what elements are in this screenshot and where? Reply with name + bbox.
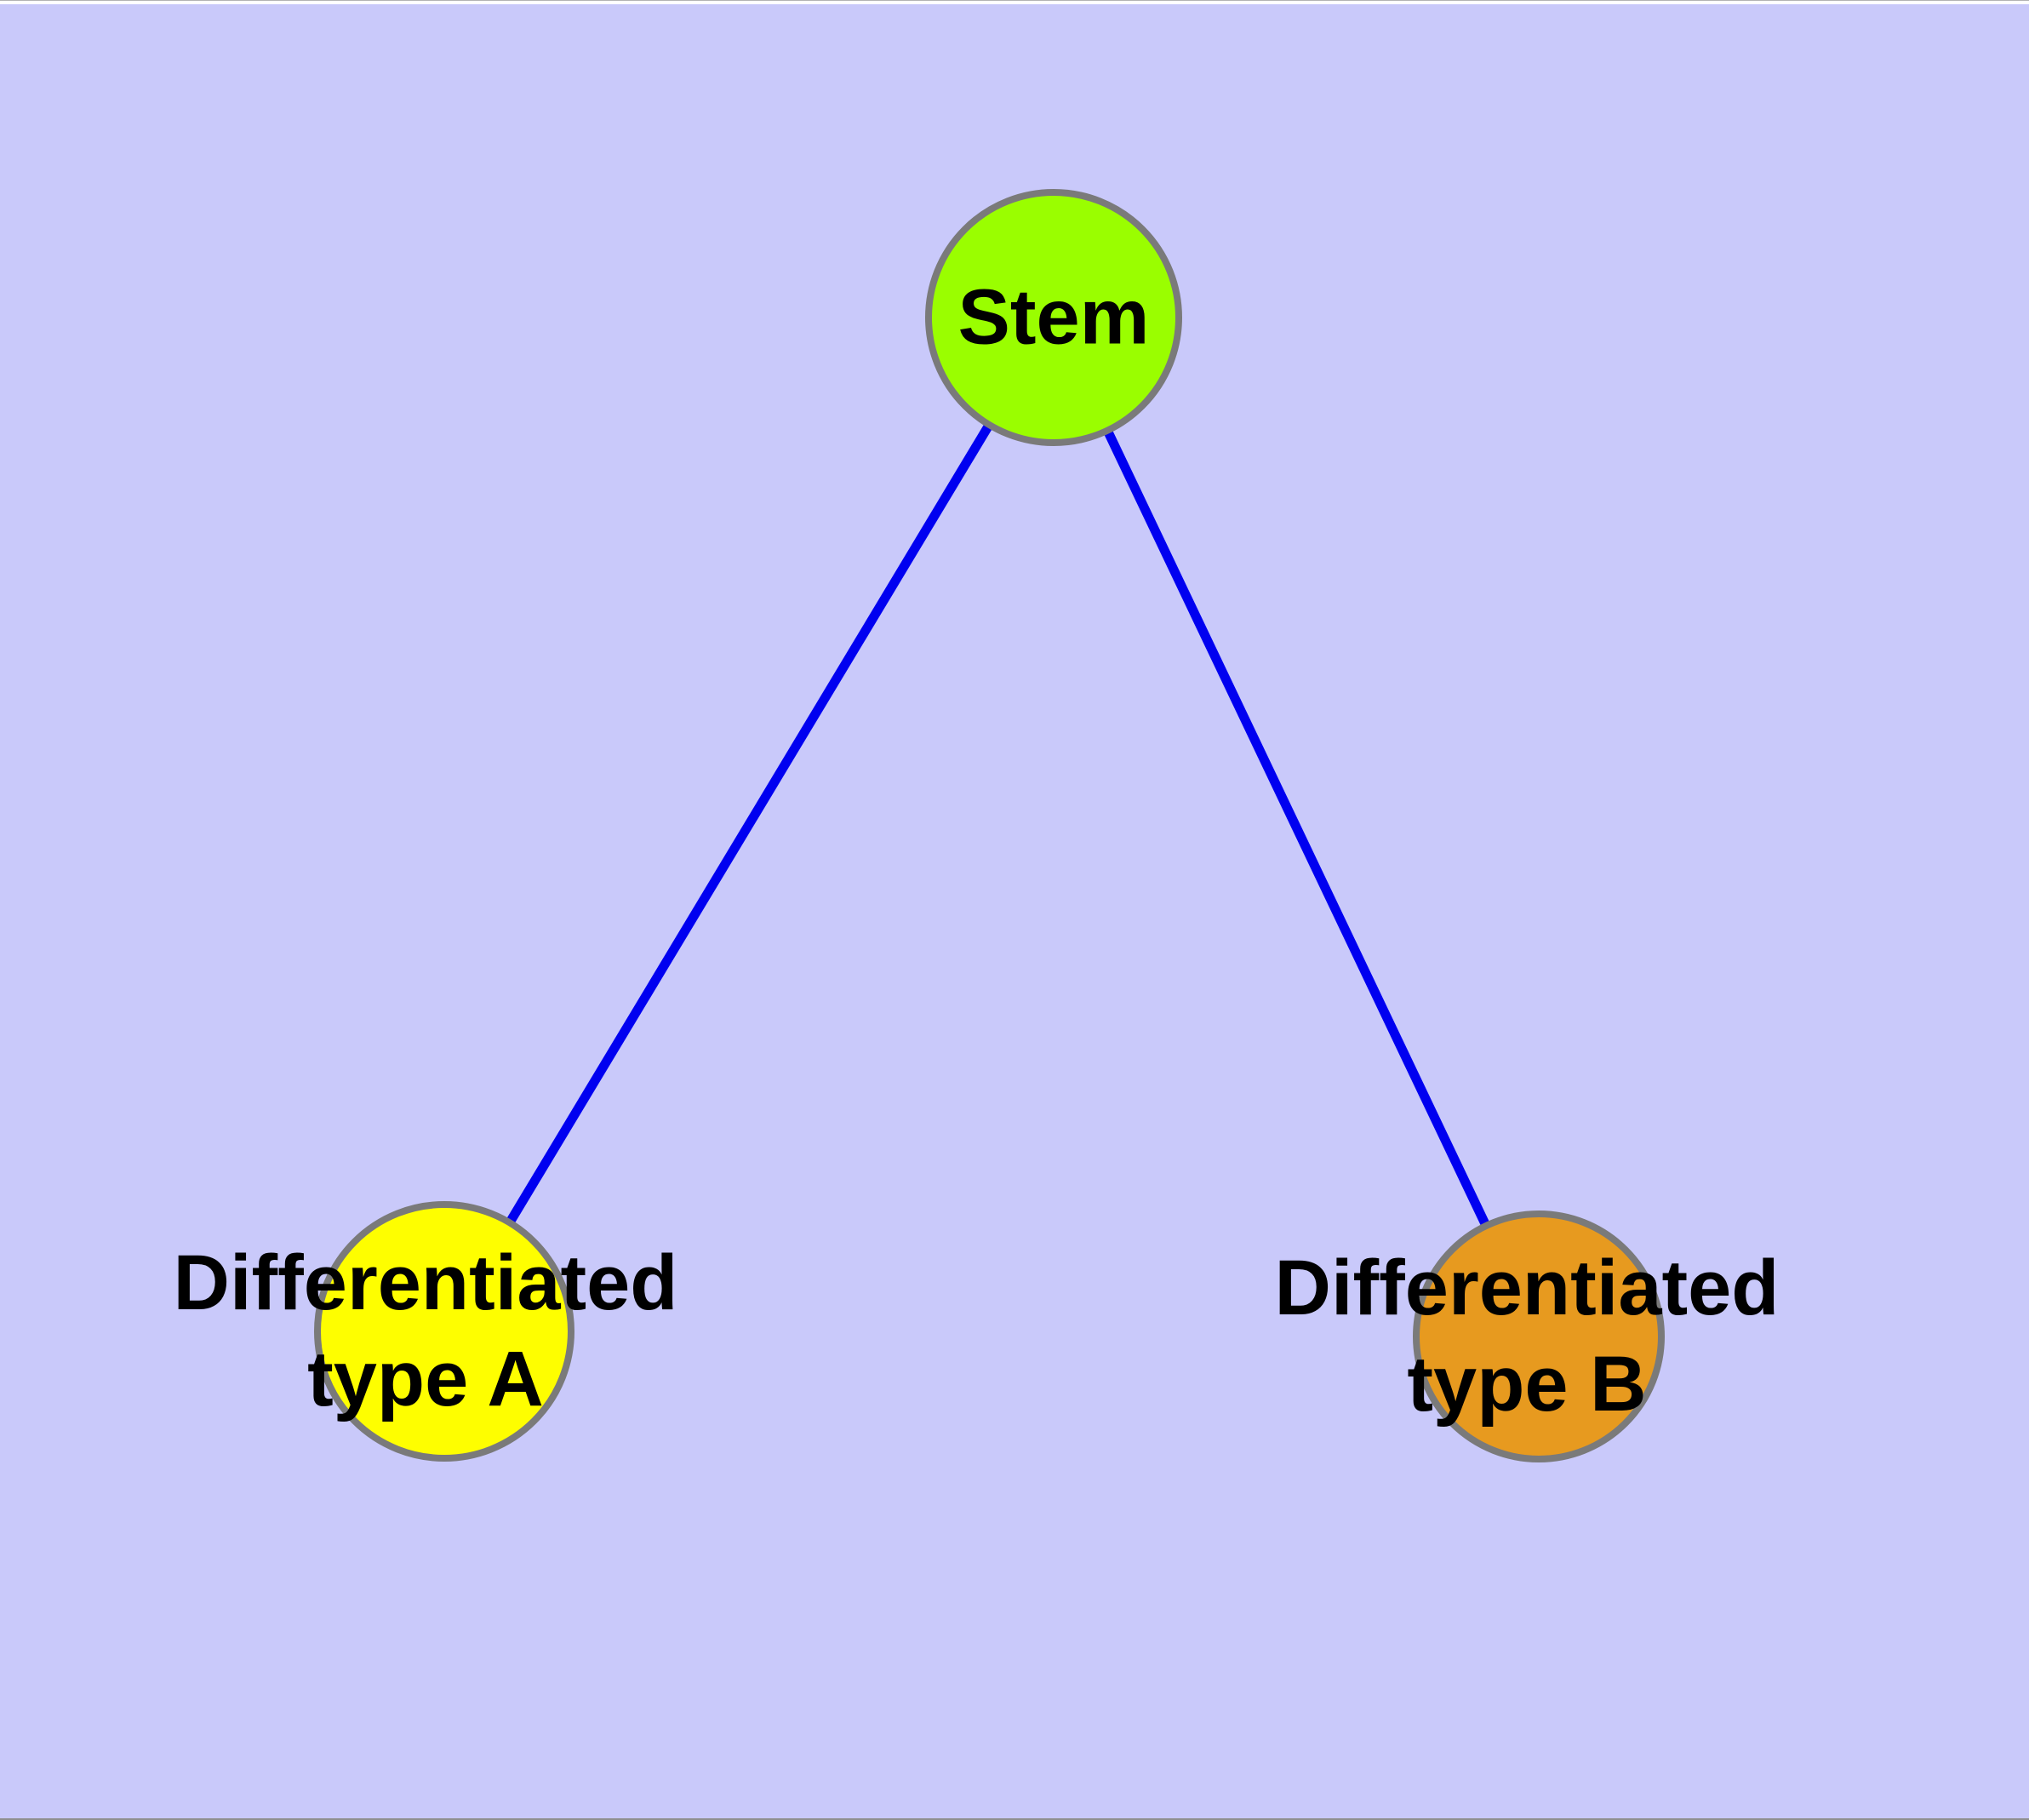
bottom-edge-line bbox=[0, 1818, 2029, 1820]
type-a-label-line1: Differentiated bbox=[173, 1239, 678, 1326]
type-a-label-line2: type A bbox=[307, 1336, 544, 1422]
top-hairline bbox=[0, 0, 2029, 1]
type-b-label-line1: Differentiated bbox=[1274, 1244, 1780, 1331]
type-b-label: Differentiated type B bbox=[1275, 1240, 1780, 1433]
edge-stem-to-type-a bbox=[440, 315, 1058, 1334]
type-a-circle bbox=[314, 1201, 574, 1462]
type-b-circle bbox=[1413, 1210, 1665, 1462]
stem-circle bbox=[925, 189, 1182, 446]
stem-label-line: Stem bbox=[957, 273, 1150, 361]
stem-label: Stem bbox=[958, 269, 1150, 365]
type-b-label-line2: type B bbox=[1407, 1341, 1647, 1428]
type-a-label: Differentiated type A bbox=[174, 1235, 678, 1428]
edge-stem-to-type-b bbox=[1049, 315, 1543, 1339]
